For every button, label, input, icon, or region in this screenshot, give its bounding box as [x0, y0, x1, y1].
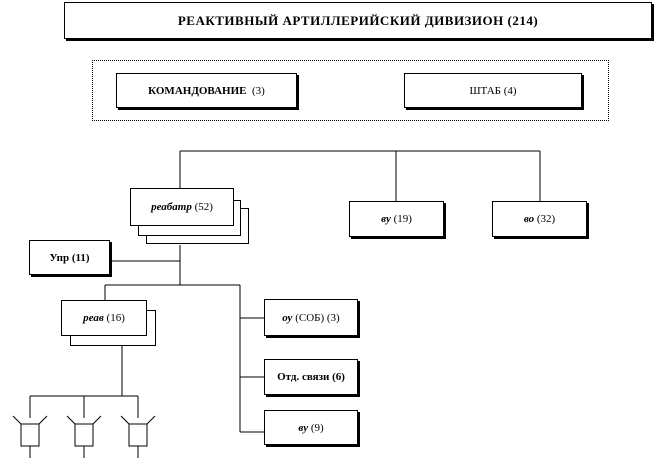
vo-abbr: во — [523, 213, 535, 225]
otd-svyazi-box: Отд. связи (6) — [264, 359, 358, 395]
title-text: РЕАКТИВНЫЙ АРТИЛЛЕРИЙСКИЙ ДИВИЗИОН (214) — [177, 12, 539, 28]
command-box: КОМАНДОВАНИЕ (3) — [116, 73, 297, 108]
reabatr-abbr: реабатр — [151, 201, 192, 213]
reav-box: реав (16) — [61, 300, 147, 336]
command-label: КОМАНДОВАНИЕ — [148, 84, 247, 97]
ou-sob-count: (СОБ) (3) — [295, 311, 340, 324]
upr-label: Упр (11) — [49, 251, 90, 264]
vu-abbr: ву — [381, 213, 391, 225]
diagram-title: РЕАКТИВНЫЙ АРТИЛЛЕРИЙСКИЙ ДИВИЗИОН (214) — [64, 2, 652, 39]
vu9-count: (9) — [310, 421, 324, 434]
upr-box: Упр (11) — [29, 240, 110, 275]
launcher-icons — [12, 415, 156, 458]
vu9-abbr: ву — [298, 421, 309, 434]
reav-count: (16) — [106, 312, 125, 324]
ou-sob-box: оу (СОБ) (3) — [264, 299, 358, 336]
ou-sob-abbr: оу — [282, 311, 293, 324]
vo-box: во (32) — [492, 201, 587, 237]
reabatr-count: (52) — [194, 201, 213, 213]
reav-abbr: реав — [83, 312, 104, 324]
vo-count: (32) — [536, 213, 556, 225]
otd-svyazi-label: Отд. связи (6) — [277, 371, 345, 383]
vu-box: ву (19) — [349, 201, 444, 237]
staff-box: ШТАБ (4) — [404, 73, 582, 108]
vu9-box: ву (9) — [264, 410, 358, 445]
management-group — [92, 60, 609, 121]
staff-label: ШТАБ (4) — [469, 84, 517, 97]
command-count: (3) — [251, 84, 265, 97]
vu-count: (19) — [393, 213, 412, 225]
reabatr-box: реабатр (52) — [130, 188, 234, 226]
